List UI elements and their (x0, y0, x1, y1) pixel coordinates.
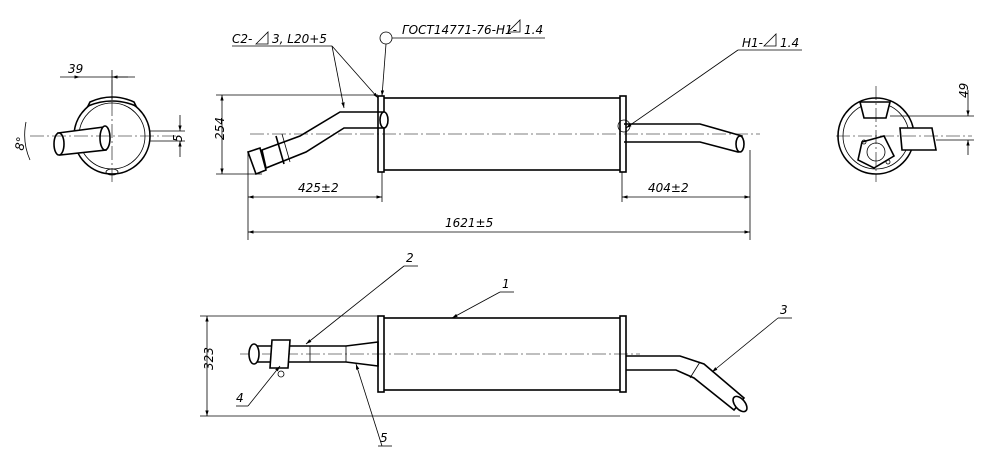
gost-label-suffix: 1.4 (524, 23, 543, 37)
right-end-outlet (899, 127, 937, 151)
top-side-view: 254 425±2 404±2 1621±5 C2- 3, L20+5 ГОСТ… (213, 19, 802, 240)
dimension-425: 425±2 (298, 181, 339, 195)
left-end-pipe-mouth (53, 132, 65, 156)
right-end-view: 49 (836, 83, 974, 182)
gost-label: ГОСТ14771-76-Н1- (402, 23, 517, 37)
inlet-flange-bottom (269, 339, 291, 369)
weld-symbol-gost (507, 19, 521, 33)
weld-label-right-suffix: 1.4 (780, 36, 799, 50)
outlet-pipe-top (624, 123, 743, 153)
left-end-pipe-flange (99, 125, 111, 151)
outlet-end-bottom (732, 395, 748, 413)
weld-label-left-suffix: 3, L20+5 (272, 32, 327, 46)
callout-part-4: 4 (236, 391, 244, 405)
dimension-39: 39 (68, 62, 83, 76)
bottom-side-view: 323 1 2 3 4 5 (200, 251, 792, 447)
inlet-mouth-bottom (248, 343, 260, 365)
callout-part-2: 2 (406, 251, 414, 265)
gost-circle (379, 31, 393, 45)
outlet-pipe-end-top (735, 135, 745, 153)
weld-label-left: C2- (232, 32, 252, 46)
outlet-pipe-bottom (626, 355, 746, 412)
callout-part-1: 1 (502, 277, 510, 291)
weld-symbol-left (255, 31, 269, 45)
inlet-pipe-bottom (256, 341, 379, 367)
right-end-top-bracket (858, 101, 892, 119)
dimension-5: 5 (171, 134, 185, 142)
left-end-seam (86, 96, 138, 108)
dimension-254: 254 (213, 117, 227, 140)
dimension-404: 404±2 (648, 181, 689, 195)
dimension-49: 49 (957, 83, 971, 98)
inlet-pipe-top (261, 111, 384, 170)
dimension-angle-8: 8° (12, 136, 28, 152)
dimension-1621: 1621±5 (445, 216, 493, 230)
callout-part-5: 5 (380, 431, 388, 445)
left-end-view: 39 8° 5 (12, 62, 185, 185)
inlet-mouth-top (246, 146, 267, 176)
weld-label-right: Н1- (742, 36, 763, 50)
dimension-323: 323 (202, 347, 216, 370)
inlet-flange-top (275, 135, 285, 165)
inlet-pipe-joint-top (379, 111, 389, 129)
weld-symbol-right (763, 33, 777, 47)
callout-part-3: 3 (780, 303, 788, 317)
left-end-pipe (57, 126, 107, 156)
